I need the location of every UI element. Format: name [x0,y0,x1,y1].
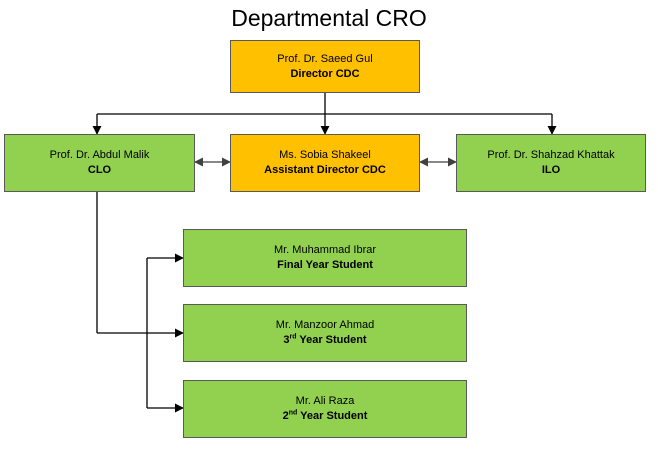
clo-name: Prof. Dr. Abdul Malik [49,149,150,161]
ilo-node: Prof. Dr. Shahzad Khattak ILO [456,134,646,192]
ilo-name: Prof. Dr. Shahzad Khattak [487,149,615,161]
student-node-2: Mr. Manzoor Ahmad 3rd Year Student [183,304,467,362]
director-role: Director CDC [290,67,360,80]
chart-title: Departmental CRO [231,5,427,31]
clo-node: Prof. Dr. Abdul Malik CLO [4,134,195,192]
student-3-role: 2nd Year Student [282,409,368,422]
student-1-name: Mr. Muhammad Ibrar [273,244,377,256]
student-1-role: Final Year Student [277,259,373,271]
student-3-name: Mr. Ali Raza [295,395,355,407]
assistant-director-node: Ms. Sobia Shakeel Assistant Director CDC [230,134,420,192]
student-2-name: Mr. Manzoor Ahmad [275,319,375,331]
director-name: Prof. Dr. Saeed Gul [277,52,373,65]
student-2-role: 3rd Year Student [283,333,367,346]
ilo-role: ILO [541,164,561,176]
assistant-role: Assistant Director CDC [264,164,386,176]
clo-role: CLO [87,164,112,176]
director-node: Prof. Dr. Saeed Gul Director CDC [230,40,420,93]
student-node-1: Mr. Muhammad Ibrar Final Year Student [183,229,467,287]
student-node-3: Mr. Ali Raza 2nd Year Student [183,380,467,438]
assistant-name: Ms. Sobia Shakeel [279,149,371,161]
